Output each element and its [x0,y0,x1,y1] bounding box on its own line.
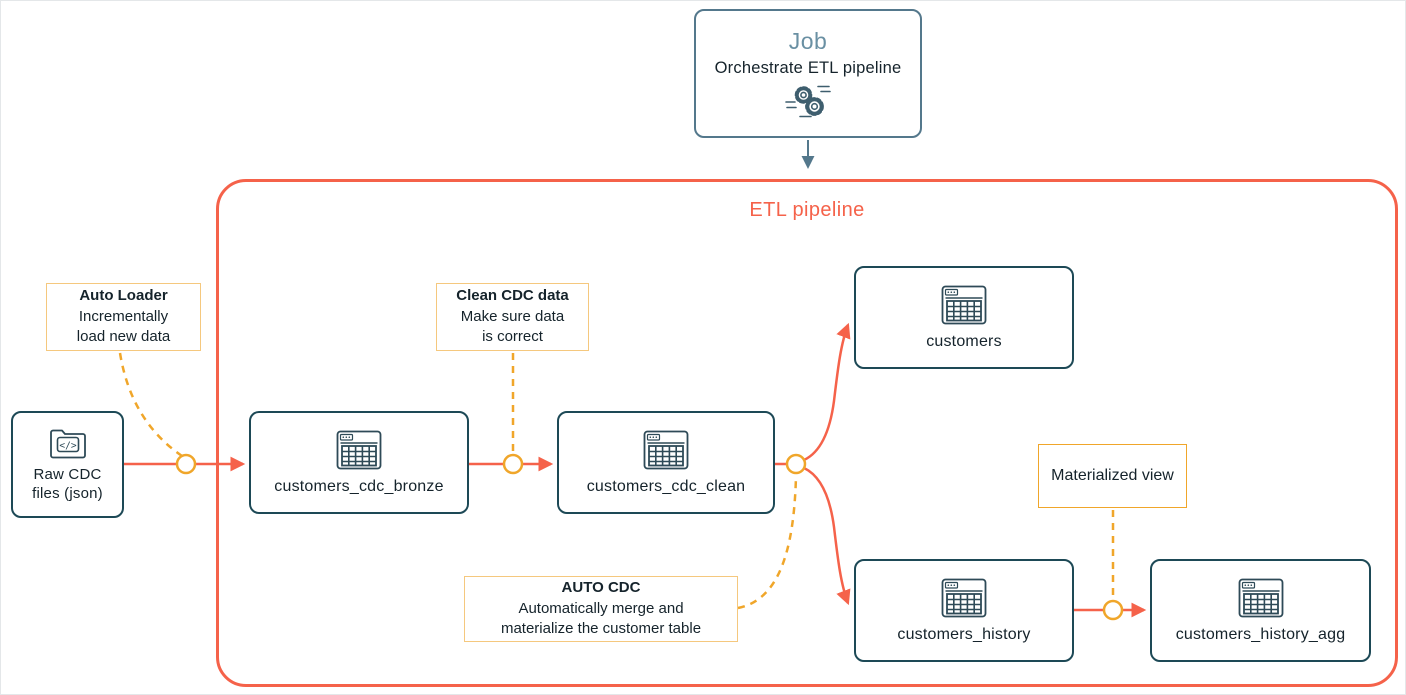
node-label: customers_history [897,625,1031,643]
job-title: Job [788,27,828,54]
source-label-line2: files (json) [32,485,103,502]
node-customers-history-agg: customers_history_agg [1150,559,1371,662]
annotation-line: materialize the customer table [500,620,702,638]
annotation-title: Clean CDC data [456,287,569,305]
annotation-line: load new data [76,328,171,346]
node-label: customers_cdc_clean [586,477,746,495]
node-label: customers_cdc_bronze [274,477,444,495]
gears-icon [785,85,831,117]
annotation-line: Automatically merge and [518,599,684,617]
raw-cdc-files-node: </> Raw CDC files (json) [11,411,124,518]
node-customers-history: customers_history [854,559,1074,662]
node-label: customers [926,332,1002,350]
node-label: customers_history_agg [1175,625,1346,643]
junction-circle-auto-loader [175,453,197,475]
table-icon [336,430,382,469]
table-icon [1238,578,1283,617]
annotation-auto-cdc: AUTO CDC Automatically merge and materia… [464,576,738,642]
etl-pipeline-container: ETL pipeline [216,179,1398,687]
node-customers: customers [854,266,1074,369]
table-icon [941,285,987,324]
annotation-title: AUTO CDC [561,579,641,597]
job-box: Job Orchestrate ETL pipeline [694,9,922,138]
folder-code-icon: </> [49,429,86,458]
table-icon [643,430,689,469]
svg-text:</>: </> [59,440,76,451]
job-subtitle: Orchestrate ETL pipeline [714,58,902,77]
annotation-auto-loader: Auto Loader Incrementally load new data [46,283,201,351]
node-customers-cdc-clean: customers_cdc_clean [557,411,775,514]
dashed-auto-loader-link [118,352,183,458]
etl-pipeline-title: ETL pipeline [749,199,865,221]
source-label-line1: Raw CDC [33,465,102,483]
annotation-title: Auto Loader [79,287,168,305]
annotation-materialized-view: Materialized view [1038,444,1187,508]
node-customers-cdc-bronze: customers_cdc_bronze [249,411,469,514]
annotation-label: Materialized view [1051,467,1174,485]
annotation-line: is correct [482,328,543,346]
annotation-line: Make sure data [460,307,565,325]
annotation-line: Incrementally [78,307,169,325]
table-icon [941,578,987,617]
annotation-clean-cdc-data: Clean CDC data Make sure data is correct [436,283,589,351]
source-node-label: Raw CDC files (json) [32,465,103,504]
